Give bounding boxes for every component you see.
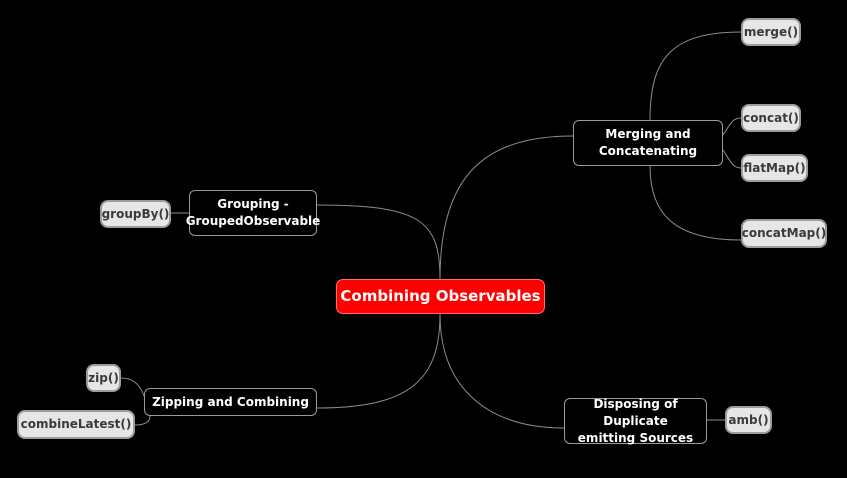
connector-root-grouping: [316, 204, 441, 280]
subtopic-flatmap[interactable]: flatMap(): [741, 154, 808, 182]
connector-root-zipping: [316, 313, 441, 409]
connector-merging-merge: [649, 31, 742, 121]
connector-root-merging: [439, 135, 574, 280]
subtopic-groupby[interactable]: groupBy(): [100, 200, 171, 228]
topic-disposing-duplicate-sources[interactable]: Disposing of Duplicate emitting Sources: [564, 397, 707, 445]
subtopic-amb[interactable]: amb(): [725, 406, 772, 434]
subtopic-zip[interactable]: zip(): [86, 364, 121, 392]
topic-grouping[interactable]: Grouping - GroupedObservable: [186, 190, 320, 236]
connector-zipping-combinelatest: [134, 415, 151, 426]
connector-merging-flatmap: [722, 149, 742, 169]
subtopic-concat[interactable]: concat(): [741, 104, 801, 132]
connector-zipping-zip: [120, 377, 145, 397]
topic-merging-and-concatenating[interactable]: Merging and Concatenating: [573, 120, 723, 166]
connector-merging-concatmap: [649, 165, 742, 241]
topic-zipping-and-combining[interactable]: Zipping and Combining: [144, 388, 317, 416]
connector-root-disposing: [439, 313, 565, 429]
subtopic-merge[interactable]: merge(): [741, 18, 801, 46]
connector-merging-concat: [722, 117, 742, 136]
subtopic-combinelatest[interactable]: combineLatest(): [17, 410, 135, 439]
central-topic[interactable]: Combining Observables: [336, 279, 545, 314]
subtopic-concatmap[interactable]: concatMap(): [741, 219, 827, 248]
